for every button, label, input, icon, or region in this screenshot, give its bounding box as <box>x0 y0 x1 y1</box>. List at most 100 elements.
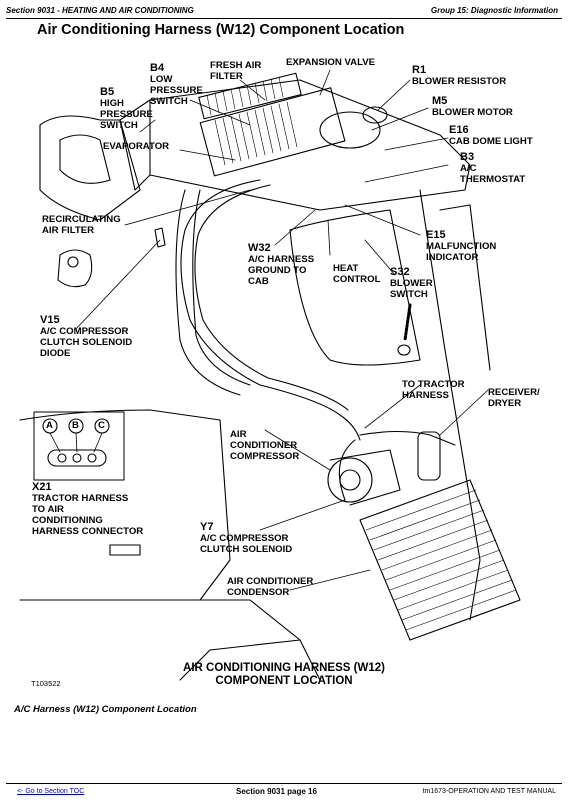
x21-socket-2 <box>72 453 82 463</box>
label-ac-condensor: AIR CONDITIONER CONDENSOR <box>227 576 314 598</box>
label-m5-text: BLOWER MOTOR <box>432 107 513 118</box>
recirc-filter-part <box>154 227 166 248</box>
label-s32-text: BLOWER SWITCH <box>390 278 433 300</box>
floor-panel <box>179 639 301 681</box>
footer-rule <box>6 783 562 784</box>
cab-door <box>439 204 491 371</box>
page-header: Section 9031 - HEATING AND AIR CONDITION… <box>0 0 568 22</box>
label-r1-code: R1 <box>412 64 427 76</box>
go-to-section-toc-link[interactable]: <- Go to Section TOC <box>17 788 85 795</box>
left-fender-inner <box>59 134 111 184</box>
diagram-caption-line1: AIR CONDITIONING HARNESS (W12) <box>183 662 385 674</box>
v15-diode-knob <box>67 256 79 268</box>
section-title: Section 9031 - HEATING AND AIR CONDITION… <box>6 6 194 15</box>
label-fresh-air-filter: FRESH AIR FILTER <box>210 60 262 82</box>
component-diagram <box>19 69 521 681</box>
lower-cab-left <box>19 409 231 601</box>
figure-reference: T103522 <box>31 679 61 688</box>
label-b4-code: B4 <box>150 62 165 74</box>
pin-a-label: A <box>46 420 53 431</box>
lower-cab-step <box>109 544 141 556</box>
label-b5-code: B5 <box>100 86 115 98</box>
label-e15-text: MALFUNCTION INDICATOR <box>426 241 497 263</box>
lower-cab-floor <box>19 599 321 681</box>
label-e16-code: E16 <box>449 124 469 136</box>
label-b4-text: LOW PRESSURE SWITCH <box>150 74 203 107</box>
harness-parallel <box>194 184 349 411</box>
leader-lines <box>74 69 489 591</box>
compressor-clutch <box>339 469 361 491</box>
label-y7-text: A/C COMPRESSOR CLUTCH SOLENOID <box>200 533 293 555</box>
x21-socket-3 <box>87 453 97 463</box>
pin-leaders <box>49 432 103 453</box>
blower-motor-part <box>319 111 381 149</box>
label-m5-code: M5 <box>432 95 448 107</box>
blower-switch-part <box>397 344 411 356</box>
cab-post-left-inner <box>192 189 251 386</box>
label-e15-code: E15 <box>426 229 446 241</box>
diagram-caption-line2: COMPONENT LOCATION <box>215 675 353 687</box>
label-b5-text: HIGH PRESSURE SWITCH <box>100 98 153 131</box>
label-heat-control: HEAT CONTROL <box>333 263 381 285</box>
label-s32-code: S32 <box>390 266 410 278</box>
label-b3-text: A/C THERMOSTAT <box>460 163 526 185</box>
compressor-part <box>327 457 373 503</box>
page-title: Air Conditioning Harness (W12) Component… <box>37 22 405 38</box>
label-receiver-dryer: RECEIVER/ DRYER <box>488 387 540 409</box>
label-r1-text: BLOWER RESISTOR <box>412 76 507 87</box>
pin-b-label: B <box>72 420 79 431</box>
label-y7-code: Y7 <box>200 521 214 533</box>
cab-roof-edge <box>119 99 151 191</box>
evaporator-box <box>199 87 346 177</box>
page-number: Section 9031 page 16 <box>236 787 317 796</box>
label-v15-code: V15 <box>40 314 60 326</box>
label-w32-text: A/C HARNESS GROUND TO CAB <box>248 254 315 287</box>
cab-post-left <box>175 189 241 396</box>
label-to-tractor-harness: TO TRACTOR HARNESS <box>402 379 465 401</box>
label-recirculating-air-filter: RECIRCULATING AIR FILTER <box>42 214 121 236</box>
cab-roof-outline <box>149 79 471 211</box>
label-expansion-valve: EXPANSION VALVE <box>286 57 376 68</box>
cab-window-frame <box>289 209 421 366</box>
harness-to-dryer <box>359 430 456 446</box>
compressor-body <box>329 449 401 506</box>
label-v15-text: A/C COMPRESSOR CLUTCH SOLENOID DIODE <box>40 326 133 359</box>
label-ac-compressor: AIR CONDITIONER COMPRESSOR <box>230 429 300 462</box>
pin-c-label: C <box>98 420 105 431</box>
condenser-fins <box>365 489 517 631</box>
header-rule <box>6 18 562 19</box>
harness-main <box>180 179 361 441</box>
cab-post-right <box>419 189 481 621</box>
x21-plug <box>47 449 107 467</box>
manual-title: tm1673-OPERATION AND TEST MANUAL <box>422 788 556 795</box>
blower-switch-cable <box>403 303 412 342</box>
figure-caption: A/C Harness (W12) Component Location <box>14 704 197 715</box>
blower-resistor-part <box>362 106 388 124</box>
label-evaporator: EVAPORATOR <box>103 141 170 152</box>
x21-socket-1 <box>57 453 67 463</box>
label-e16-text: CAB DOME LIGHT <box>449 136 533 147</box>
label-b3-code: B3 <box>460 151 475 163</box>
condenser-outline <box>359 479 521 641</box>
x21-connector-box <box>33 411 125 481</box>
label-x21-code: X21 <box>32 481 52 493</box>
left-fender <box>39 115 141 221</box>
receiver-dryer-part <box>417 431 441 481</box>
fresh-air-filter-fins <box>206 76 284 116</box>
group-title: Group 15: Diagnostic Information <box>430 6 558 15</box>
harness-compressor <box>338 439 356 501</box>
v15-diode-part <box>57 249 93 288</box>
label-x21-text: TRACTOR HARNESS TO AIR CONDITIONING HARN… <box>32 493 144 537</box>
